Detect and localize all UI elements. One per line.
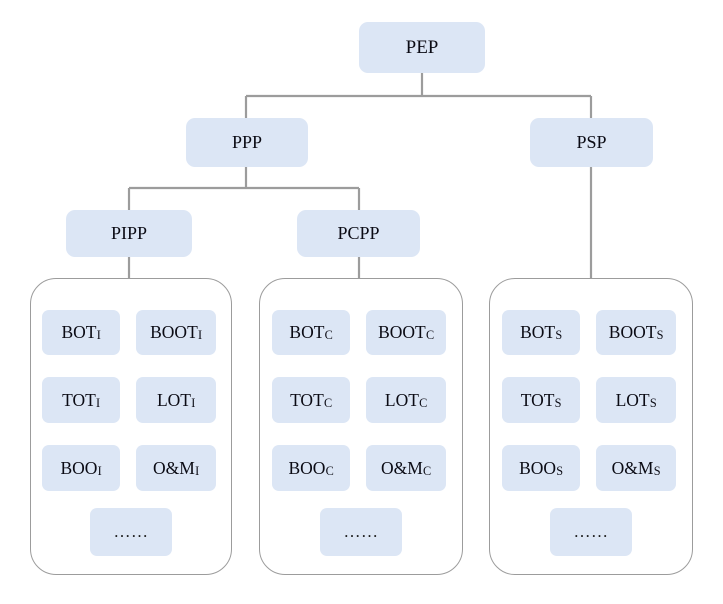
leaf-tot-i-sub: I <box>96 395 101 410</box>
leaf-boo-c-sub: C <box>325 463 334 478</box>
leaf-ellipsis-service-label: …… <box>573 522 609 541</box>
leaf-ellipsis-institutional-label: …… <box>113 522 149 541</box>
leaf-om-i-sub: I <box>195 463 200 478</box>
node-psp[interactable]: PSP <box>530 118 653 167</box>
node-pipp[interactable]: PIPP <box>66 210 192 257</box>
leaf-om-i-base: O&M <box>153 457 195 478</box>
leaf-ellipsis-service[interactable]: …… <box>550 508 632 556</box>
leaf-boo-c-base: BOO <box>288 457 326 478</box>
leaf-lot-s-base: LOT <box>615 389 650 410</box>
leaf-boot-i-sub: I <box>198 328 203 343</box>
leaf-lot-c-base: LOT <box>384 389 419 410</box>
leaf-ellipsis-institutional[interactable]: …… <box>90 508 172 556</box>
leaf-tot-i-base: TOT <box>62 389 96 410</box>
leaf-boo-s-sub: S <box>556 463 564 478</box>
leaf-bot-i-base: BOT <box>61 322 97 342</box>
leaf-tot-s-sub: S <box>554 395 562 410</box>
leaf-bot-c-sub: C <box>324 328 333 343</box>
leaf-ellipsis-contractual-label: …… <box>343 522 379 541</box>
node-pep[interactable]: PEP <box>359 22 485 73</box>
leaf-lot-i-sub: I <box>191 395 196 410</box>
node-pipp-label: PIPP <box>110 223 148 243</box>
leaf-ellipsis-contractual[interactable]: …… <box>320 508 402 556</box>
leaf-bot-i-sub: I <box>96 328 101 343</box>
leaf-om-c-base: O&M <box>381 457 423 478</box>
leaf-bot-c-base: BOT <box>289 322 325 342</box>
node-pcpp[interactable]: PCPP <box>297 210 420 257</box>
node-ppp-label: PPP <box>231 132 263 152</box>
leaf-boot-s-sub: S <box>656 328 664 343</box>
leaf-bot-s-base: BOT <box>520 322 556 342</box>
leaf-lot-c-sub: C <box>419 395 428 410</box>
leaf-tot-c-base: TOT <box>290 389 324 410</box>
leaf-om-s-sub: S <box>653 463 661 478</box>
leaf-boo-s-base: BOO <box>519 457 557 478</box>
leaf-boot-s-base: BOOT <box>608 322 657 342</box>
leaf-tot-s-base: TOT <box>520 389 555 410</box>
leaf-boot-c-base: BOOT <box>378 322 426 342</box>
node-pep-label: PEP <box>405 36 439 58</box>
leaf-om-s-base: O&M <box>611 457 654 478</box>
node-ppp[interactable]: PPP <box>186 118 308 167</box>
leaf-boo-i-sub: I <box>97 463 102 478</box>
leaf-boot-c-sub: C <box>425 328 435 343</box>
leaf-boo-i-base: BOO <box>60 457 98 478</box>
node-psp-label: PSP <box>576 132 607 152</box>
leaf-bot-s-sub: S <box>555 328 563 343</box>
node-pcpp-label: PCPP <box>337 223 380 243</box>
leaf-boot-i-base: BOOT <box>150 322 198 342</box>
leaf-lot-i-base: LOT <box>156 389 191 410</box>
leaf-tot-c-sub: C <box>324 395 333 410</box>
leaf-lot-s-sub: S <box>649 395 657 410</box>
leaf-om-c-sub: C <box>423 463 432 478</box>
